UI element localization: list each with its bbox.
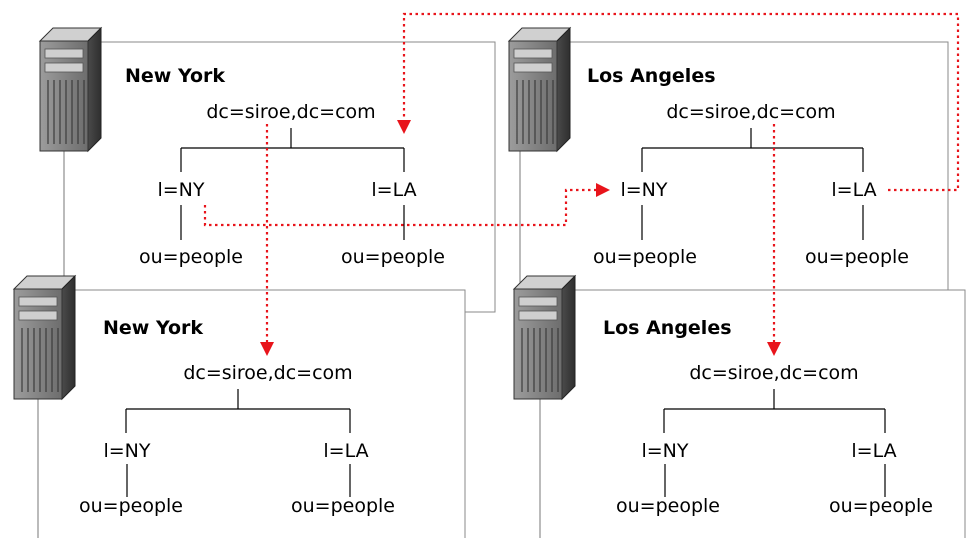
server-title: Los Angeles — [587, 65, 716, 87]
tree-lines — [663, 389, 886, 497]
tree-node-left-child: ou=people — [616, 495, 720, 517]
server-tower-icon — [13, 275, 76, 400]
tree-node-left: l=NY — [157, 179, 204, 201]
server-panel-top-left: New York dc=siroe,dc=com l=NY l=LA ou=pe… — [39, 27, 496, 313]
tree-lines — [641, 128, 864, 240]
panel-frame — [570, 41, 949, 290]
panel-frame — [100, 41, 496, 313]
tree-node-left-child: ou=people — [593, 246, 697, 268]
tree-node-right: l=LA — [851, 440, 896, 462]
replication-arrow-ny-to-la — [203, 188, 598, 227]
tree-node-left: l=NY — [620, 179, 667, 201]
tree-node-left: l=NY — [641, 440, 688, 462]
server-title: New York — [125, 65, 225, 87]
replication-arrow-la-to-ny — [402, 12, 960, 192]
arrowhead-icon — [596, 183, 610, 197]
tree-root-node: dc=siroe,dc=com — [666, 101, 835, 123]
tree-node-right: l=LA — [371, 179, 416, 201]
server-tower-icon — [39, 27, 102, 152]
tree-node-left: l=NY — [103, 440, 150, 462]
server-panel-top-right: Los Angeles dc=siroe,dc=com l=NY l=LA ou… — [508, 27, 949, 290]
tree-root-node: dc=siroe,dc=com — [206, 101, 375, 123]
arrowhead-icon — [767, 342, 781, 356]
arrowhead-icon — [397, 120, 411, 134]
server-title: New York — [103, 317, 203, 339]
tree-node-right: l=LA — [831, 179, 876, 201]
tree-root-node: dc=siroe,dc=com — [183, 362, 352, 384]
server-title: Los Angeles — [603, 317, 732, 339]
tree-node-right-child: ou=people — [829, 495, 933, 517]
server-tower-icon — [508, 27, 571, 152]
tree-root-node: dc=siroe,dc=com — [689, 362, 858, 384]
panel-frame — [540, 289, 966, 538]
tree-node-right-child: ou=people — [805, 246, 909, 268]
tree-node-right-child: ou=people — [291, 495, 395, 517]
panel-frame — [60, 289, 466, 538]
server-tower-icon — [513, 275, 576, 400]
tree-node-right-child: ou=people — [341, 246, 445, 268]
tree-node-right: l=LA — [323, 440, 368, 462]
tree-lines — [125, 389, 351, 497]
replication-arrows — [203, 12, 960, 356]
server-panel-bottom-right: Los Angeles dc=siroe,dc=com l=NY l=LA ou… — [513, 275, 966, 538]
tree-node-left-child: ou=people — [139, 246, 243, 268]
tree-lines — [180, 128, 405, 240]
tree-node-left-child: ou=people — [79, 495, 183, 517]
arrowhead-icon — [260, 342, 274, 356]
server-panel-bottom-left: New York dc=siroe,dc=com l=NY l=LA ou=pe… — [13, 275, 466, 538]
